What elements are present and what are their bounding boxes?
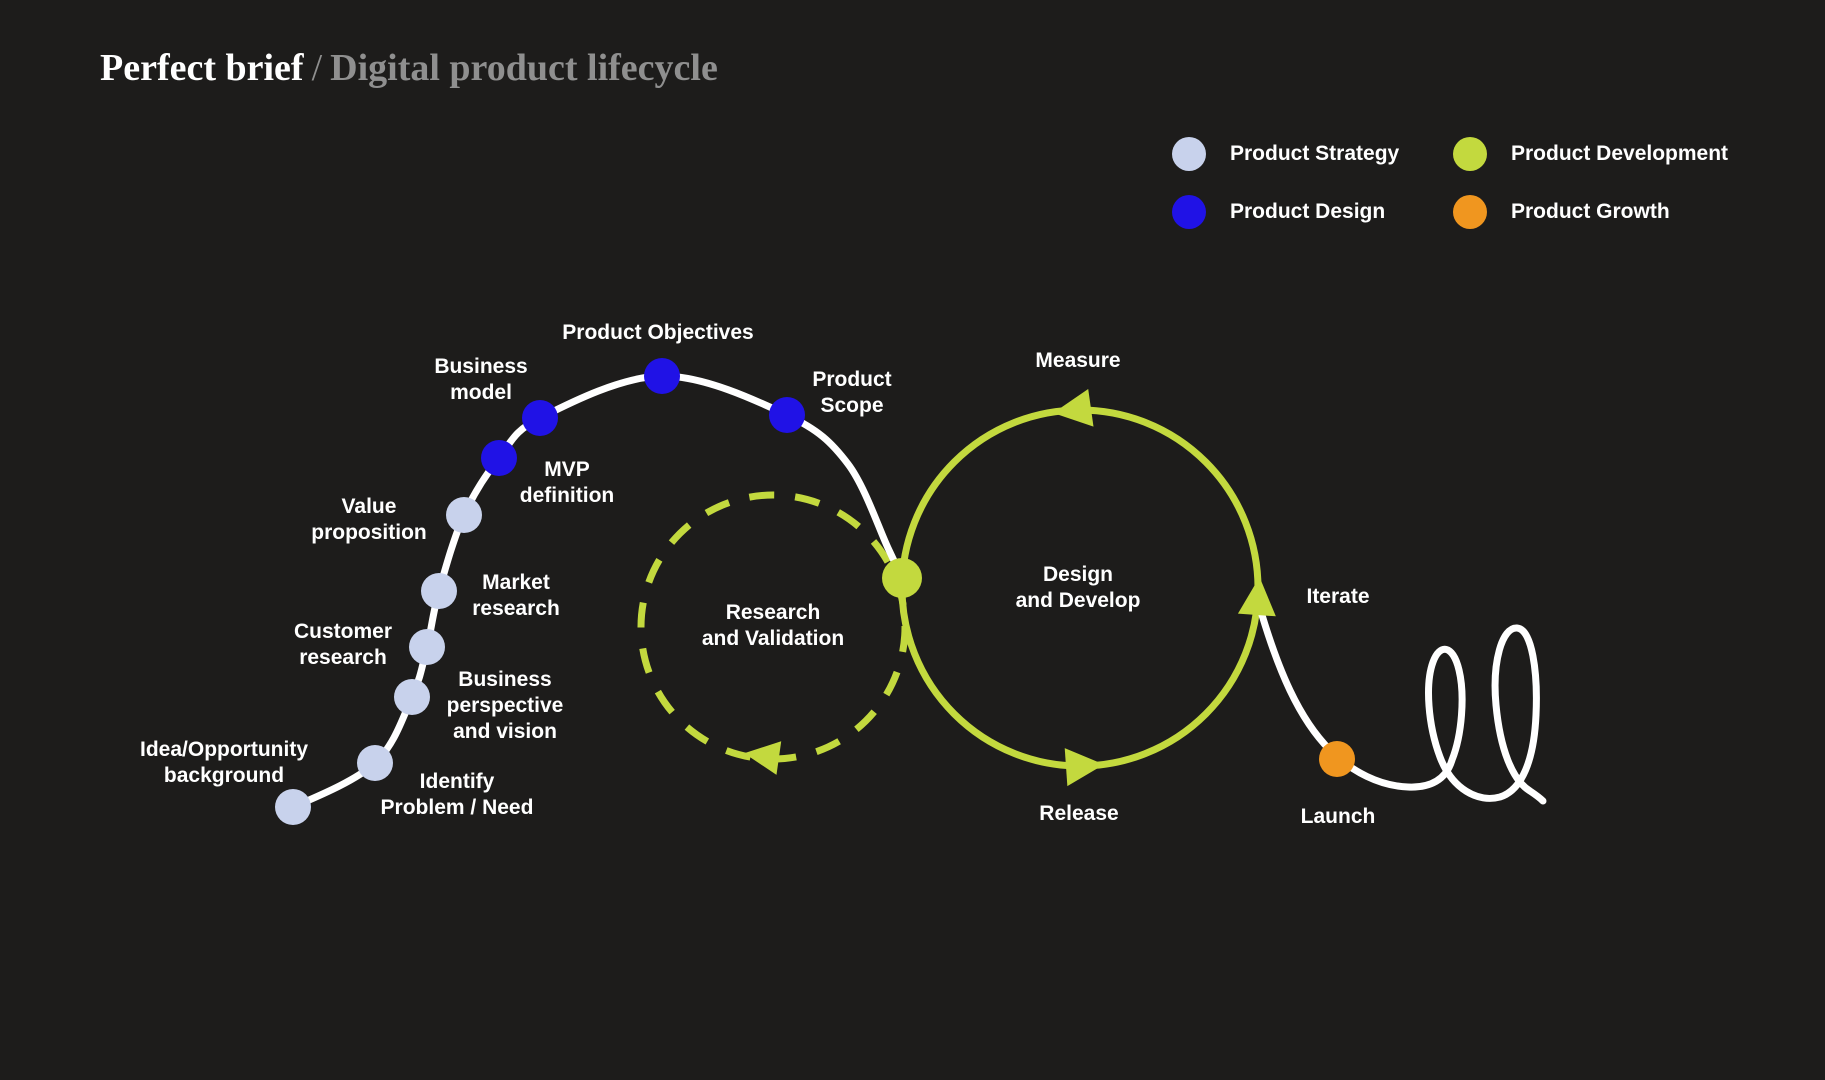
node-dot-customer-research: [409, 629, 445, 665]
page-header: Perfect brief/Digital product lifecycle: [100, 46, 718, 90]
node-dot-product-objectives: [644, 358, 680, 394]
launch-label: Launch: [1300, 805, 1376, 828]
development-dot-icon: [1453, 137, 1487, 171]
journey-curve: [289, 372, 906, 811]
node-label-product-scope: Product Scope: [812, 368, 892, 417]
legend-label: Product Growth: [1511, 200, 1670, 223]
legend-item-product-design: Product Design: [1172, 195, 1385, 229]
node-dot-idea-opportunity-background: [275, 789, 311, 825]
design-dot-icon: [1172, 195, 1206, 229]
design-develop-label: Design and Develop: [1015, 563, 1141, 612]
node-label-mvp-definition: MVP definition: [519, 458, 615, 507]
node-dot-product-scope: [769, 397, 805, 433]
launch-squiggle-curve: [1258, 611, 1547, 805]
node-label-identify-problem-need: Identify Problem / Need: [380, 770, 534, 819]
node-dot-mvp-definition: [481, 440, 517, 476]
node-dot-identify-problem-need: [357, 745, 393, 781]
iterate-label: Iterate: [1306, 585, 1370, 608]
strategy-dot-icon: [1172, 137, 1206, 171]
growth-dot-icon: [1453, 195, 1487, 229]
release-label: Release: [1039, 802, 1119, 825]
legend-item-product-development: Product Development: [1453, 137, 1728, 171]
measure-arrow-icon: [1053, 388, 1094, 427]
node-label-business-model: Business model: [434, 355, 528, 404]
legend-label: Product Strategy: [1230, 142, 1400, 165]
iterate-arrow-icon: [1237, 577, 1276, 617]
title-separator: /: [311, 47, 323, 89]
node-dot-business-model: [522, 400, 558, 436]
measure-label: Measure: [1035, 349, 1121, 372]
node-label-customer-research: Customer research: [293, 620, 393, 669]
node-dot-market-research: [421, 573, 457, 609]
page-subtitle: Digital product lifecycle: [330, 47, 718, 89]
node-dot-cycle-junction: [882, 558, 922, 598]
legend-item-product-growth: Product Growth: [1453, 195, 1670, 229]
node-label-product-objectives: Product Objectives: [562, 321, 754, 344]
legend-item-product-strategy: Product Strategy: [1172, 137, 1399, 171]
research-cycle-arrow-icon: [744, 741, 782, 775]
node-dot-value-proposition: [446, 497, 482, 533]
release-arrow-icon: [1064, 748, 1104, 787]
node-label-market-research: Market research: [472, 571, 560, 620]
legend-label: Product Development: [1511, 142, 1729, 165]
legend-label: Product Design: [1230, 200, 1386, 223]
node-label-value-proposition: Value proposition: [311, 495, 427, 544]
node-dot-launch: [1319, 741, 1355, 777]
node-label-idea-opportunity-background: Idea/Opportunity background: [140, 738, 308, 787]
research-validation-label: Research and Validation: [701, 601, 845, 650]
node-label-business-perspective-vision: Business perspective and vision: [446, 668, 564, 743]
node-dot-business-perspective-vision: [394, 679, 430, 715]
page-title: Perfect brief: [100, 47, 304, 89]
